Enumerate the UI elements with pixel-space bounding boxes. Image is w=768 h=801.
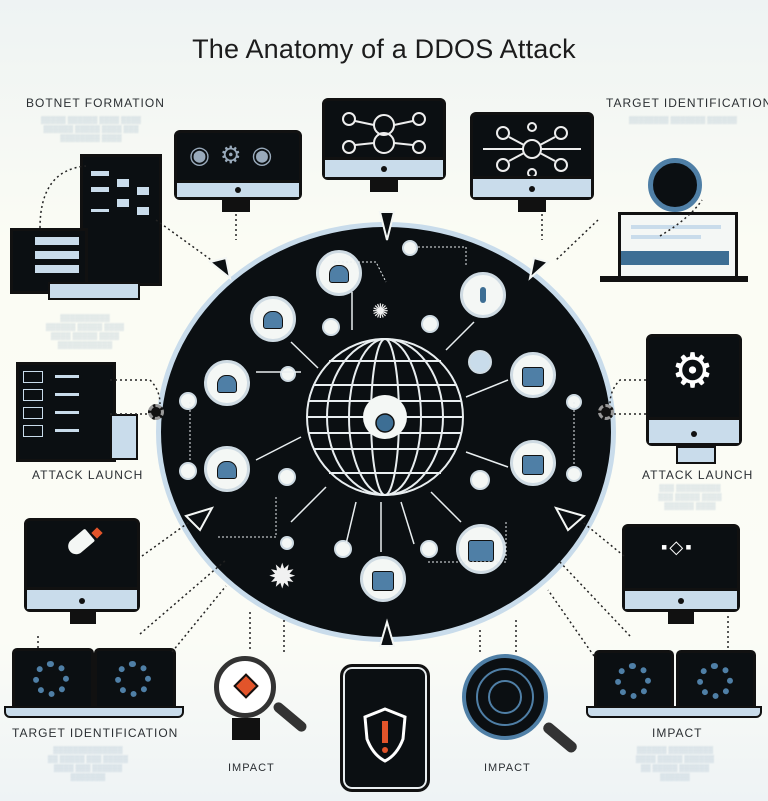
label-impact-center-right: IMPACT — [484, 762, 531, 774]
monitor-stand — [70, 610, 96, 624]
label-attack-launch-right: ATTACK LAUNCH — [642, 468, 754, 482]
monitor-botnet: ◉⚙◉ — [174, 130, 302, 200]
keyboard — [48, 282, 140, 300]
monitor-network-graph: ▪◇▪ — [622, 524, 740, 612]
label-attack-launch-left: ATTACK LAUNCH — [32, 468, 144, 482]
network-hub-icon — [342, 112, 426, 154]
laptop-screen — [12, 648, 94, 712]
laptop-base — [600, 276, 748, 282]
spinner-icon — [115, 661, 151, 697]
label-target-identification-top: TARGET IDENTIFICATION — [606, 96, 768, 110]
small-node — [470, 470, 490, 490]
magnifier-handle — [541, 720, 579, 755]
page-title: The Anatomy of a DDOS Attack — [192, 34, 576, 64]
laptop-base — [4, 706, 184, 718]
blurred-description: ▒▒▒▒▒▒▒▒▒▒▒▒▒▒▒▒ ▒▒▒▒▒ ▒▒▒ ▒▒▒▒▒▒▒▒▒ ▒▒▒… — [47, 747, 129, 781]
server-stack — [16, 362, 116, 462]
server-node — [360, 556, 406, 602]
monitor-stand — [676, 446, 716, 464]
spinner-icon — [33, 661, 69, 697]
spinner-icon — [615, 663, 651, 699]
magnifier-icon — [214, 656, 276, 718]
magnifier-stand — [232, 718, 260, 740]
server-rack-small — [110, 414, 138, 460]
alert-diamond-icon — [233, 673, 259, 699]
globe-icon — [306, 338, 464, 496]
small-node — [280, 366, 296, 382]
laptop-screen — [594, 650, 674, 712]
rocket-flame — [91, 527, 103, 539]
phone-device — [340, 664, 430, 792]
small-node — [420, 540, 438, 558]
blurred-description: ▒▒▒▒▒▒ ▒▒▒▒▒▒▒▒▒▒▒▒▒ ▒▒▒▒▒ ▒▒▒▒▒▒▒▒ ▒▒▒▒… — [635, 747, 715, 781]
monitor-target-network — [470, 112, 594, 200]
connector-node — [148, 404, 164, 420]
small-node — [421, 315, 439, 333]
server-node — [456, 524, 506, 574]
monitor-stand — [518, 200, 546, 212]
network-graph-icon: ▪◇▪ — [661, 537, 694, 557]
burst-icon: ✹ — [268, 558, 297, 596]
laptop-screen — [618, 212, 738, 282]
magnifier-handle — [271, 700, 309, 734]
label-botnet-formation: BOTNET FORMATION — [26, 96, 165, 110]
small-node — [278, 468, 296, 486]
users-gear-icon: ◉⚙◉ — [189, 142, 283, 169]
gear-icon: ⚙ — [671, 345, 715, 398]
server-node — [510, 440, 556, 486]
user-node — [250, 296, 296, 342]
server-node — [510, 352, 556, 398]
small-node — [402, 240, 418, 256]
spinner-icon — [697, 663, 733, 699]
label-impact-right: IMPACT — [652, 726, 703, 740]
shield-warning-icon — [363, 707, 407, 763]
laptop-screen — [94, 648, 176, 712]
blurred-description: ▒▒▒▒▒▒▒▒ ▒▒▒▒▒▒▒ ▒▒▒▒▒▒ — [628, 117, 738, 124]
server-rack — [10, 228, 88, 294]
device-node — [460, 272, 506, 318]
radar-magnifier-icon — [462, 654, 548, 740]
small-node — [280, 536, 294, 550]
blurred-description: ▒▒▒▒▒▒▒▒▒▒▒▒▒▒▒▒ ▒▒▒▒▒ ▒▒▒▒▒▒▒▒ ▒▒▒▒▒ ▒▒… — [45, 315, 125, 349]
connection-arrows — [189, 246, 575, 563]
blurred-description: ▒▒▒ ▒▒▒▒▒▒▒▒▒▒▒▒ ▒▒▒▒▒ ▒▒▒▒▒▒▒▒▒▒ ▒▒▒▒ — [658, 485, 722, 510]
gear-icon: ✺ — [372, 301, 389, 323]
user-node — [204, 446, 250, 492]
user-node — [204, 360, 250, 406]
label-target-identification-bottom: TARGET IDENTIFICATION — [12, 726, 179, 740]
magnifier-icon — [648, 158, 702, 212]
monitor-stand — [222, 200, 250, 212]
small-node — [566, 466, 582, 482]
monitor-network — [322, 98, 446, 180]
laptop-screen — [676, 650, 756, 712]
monitor-stand — [370, 180, 398, 192]
user-node — [316, 250, 362, 296]
server-tower — [80, 154, 162, 286]
monitor-rocket — [24, 518, 140, 612]
monitor-stand — [668, 612, 694, 624]
connector-node — [598, 404, 614, 420]
blurred-description: ▒▒▒▒▒ ▒▒▒▒▒▒ ▒▒▒▒ ▒▒▒▒▒▒▒▒▒▒ ▒▒▒▒▒ ▒▒▒▒ … — [40, 117, 142, 142]
small-node — [468, 350, 492, 374]
monitor-attack: ⚙ — [646, 334, 742, 446]
label-impact-center-left: IMPACT — [228, 762, 275, 774]
small-node — [322, 318, 340, 336]
small-node — [179, 462, 197, 480]
small-node — [179, 392, 197, 410]
laptop-base — [586, 706, 762, 718]
small-node — [334, 540, 352, 558]
network-hub-icon — [483, 122, 581, 178]
